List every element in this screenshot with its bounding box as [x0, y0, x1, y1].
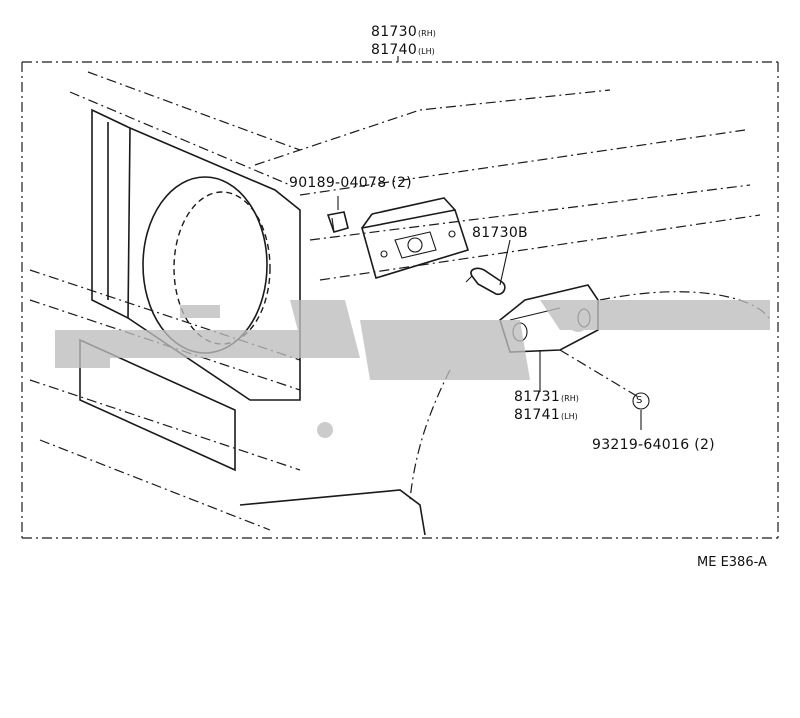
bulb-part	[465, 239, 511, 296]
screw-qty: (2)	[694, 437, 715, 453]
lamp-housing-part	[360, 197, 470, 280]
screw-symbol-letter: S	[636, 393, 643, 409]
lamp-assy-rh-number: 81730	[371, 24, 418, 40]
watermark	[55, 300, 770, 438]
lens-rh-side: (RH)	[561, 394, 579, 403]
lens-rh-number: 81731	[514, 389, 561, 405]
screw-symbol-text: S	[636, 395, 643, 406]
lamp-assy-lh-number: 81740	[371, 42, 418, 58]
lens-lh-side: (LH)	[561, 412, 578, 421]
clip-label: 90189-04078 (2)	[289, 175, 412, 191]
screw-symbol	[632, 392, 650, 430]
lamp-assy-label: 81730(RH) 81740(LH)	[371, 24, 436, 60]
clip-number: 90189-04078	[289, 175, 387, 191]
side-panel	[79, 338, 236, 472]
screw-number: 93219-64016	[592, 437, 690, 453]
screw-label: 93219-64016 (2)	[592, 437, 715, 453]
diagram-code: ME E386-A	[697, 555, 767, 570]
boundary-frame	[21, 56, 779, 539]
bulb-number: 81730B	[472, 225, 528, 241]
vehicle-body-outline	[29, 71, 771, 536]
bulb-label: 81730B	[472, 225, 528, 241]
clip-part	[326, 196, 349, 233]
lamp-assy-lh-side: (LH)	[418, 47, 435, 56]
lens-lh-number: 81741	[514, 407, 561, 423]
clip-qty: (2)	[391, 175, 412, 191]
lens-label: 81731(RH) 81741(LH)	[514, 389, 579, 425]
lamp-assy-rh-side: (RH)	[418, 29, 436, 38]
